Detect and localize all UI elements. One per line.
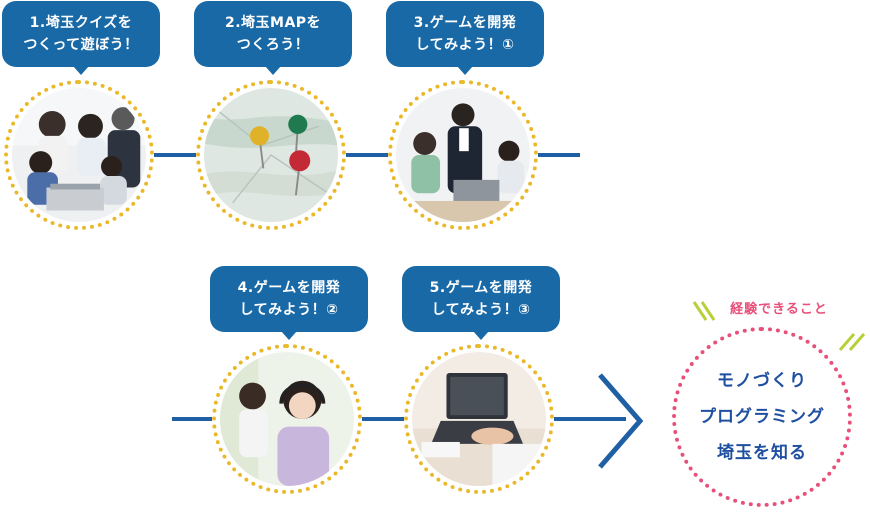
goal-item-monozukuri: モノづくり [717, 371, 807, 391]
step-2-photo [196, 80, 346, 230]
step-5-photo [404, 344, 554, 494]
step-2-bubble: 2.埼玉MAPを つくろう！ [194, 1, 352, 75]
step-3-bubble: 3.ゲームを開発 してみよう！① [386, 1, 544, 75]
step-1-line-1: 1.埼玉クイズを [29, 15, 133, 31]
step-3-line-2: してみよう！① [415, 37, 515, 53]
step-1-bubble: 1.埼玉クイズを つくって遊ぼう！ [2, 1, 160, 75]
arrow-right-icon [598, 373, 644, 469]
step-4-line-1: 4.ゲームを開発 [237, 280, 341, 296]
step-4-photo [212, 344, 362, 494]
step-3-photo [388, 80, 538, 230]
teacher-students-photo-icon [396, 88, 530, 222]
step-1-line-2: つくって遊ぼう！ [23, 37, 139, 53]
step-4-line-2: してみよう！② [239, 302, 339, 318]
connector-line [154, 153, 196, 157]
goal-title: 経験できること [730, 302, 828, 317]
step-5-line-2: してみよう！③ [431, 302, 531, 318]
family-computer-photo-icon [12, 88, 146, 222]
map-pins-photo-icon [204, 88, 338, 222]
connector-line [538, 153, 580, 157]
step-5-line-1: 5.ゲームを開発 [429, 280, 533, 296]
step-3-line-1: 3.ゲームを開発 [413, 15, 517, 31]
sparkle-right-icon [838, 333, 866, 351]
connector-line [554, 417, 626, 421]
goal-item-programming: プログラミング [699, 407, 825, 427]
goal-item-know-saitama: 埼玉を知る [717, 443, 807, 463]
connector-line [346, 153, 388, 157]
connector-line [362, 417, 404, 421]
step-4-bubble: 4.ゲームを開発 してみよう！② [210, 266, 368, 340]
step-1-photo [4, 80, 154, 230]
step-2-line-1: 2.埼玉MAPを [224, 15, 322, 31]
laptop-typing-photo-icon [412, 352, 546, 486]
headset-girl-photo-icon [220, 352, 354, 486]
step-5-bubble: 5.ゲームを開発 してみよう！③ [402, 266, 560, 340]
goal-circle: モノづくり プログラミング 埼玉を知る [672, 327, 852, 507]
sparkle-left-icon [692, 301, 716, 321]
connector-line [172, 417, 212, 421]
step-2-line-2: つくろう！ [236, 37, 310, 53]
